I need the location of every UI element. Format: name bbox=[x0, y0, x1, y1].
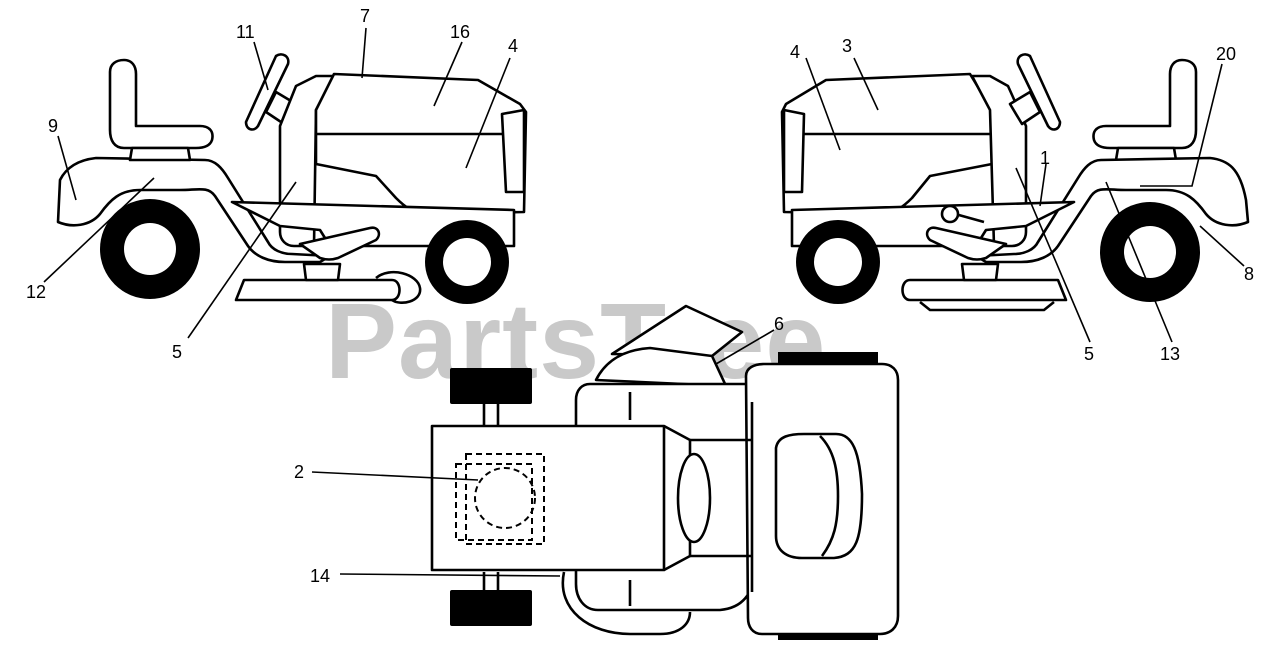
callout-label: 5 bbox=[1084, 344, 1094, 364]
leader-lines bbox=[43, 27, 1245, 577]
watermark: PartsTree TM bbox=[325, 280, 952, 401]
callout-label: 12 bbox=[26, 282, 46, 302]
top-view-tractor-icon bbox=[430, 304, 900, 640]
callout-label: 20 bbox=[1216, 44, 1236, 64]
callout-label: 13 bbox=[1160, 344, 1180, 364]
callout-label: 16 bbox=[450, 22, 470, 42]
callout-label: 5 bbox=[172, 342, 182, 362]
callout-label: 4 bbox=[508, 36, 518, 56]
callout-label: 9 bbox=[48, 116, 58, 136]
watermark-text: PartsTree bbox=[325, 280, 826, 401]
callout-numbers: 7 11 16 4 9 12 5 4 3 20 1 8 5 13 6 2 14 bbox=[26, 6, 1254, 586]
callout-label: 8 bbox=[1244, 264, 1254, 284]
callout-label: 2 bbox=[294, 462, 304, 482]
callout-label: 7 bbox=[360, 6, 370, 26]
callout-label: 6 bbox=[774, 314, 784, 334]
callout-label: 3 bbox=[842, 36, 852, 56]
callout-label: 4 bbox=[790, 42, 800, 62]
callout-label: 11 bbox=[236, 22, 255, 42]
left-tractor-icon bbox=[56, 53, 528, 304]
right-tractor-icon bbox=[780, 53, 1250, 312]
callout-label: 1 bbox=[1040, 148, 1050, 168]
callout-label: 14 bbox=[310, 566, 330, 586]
